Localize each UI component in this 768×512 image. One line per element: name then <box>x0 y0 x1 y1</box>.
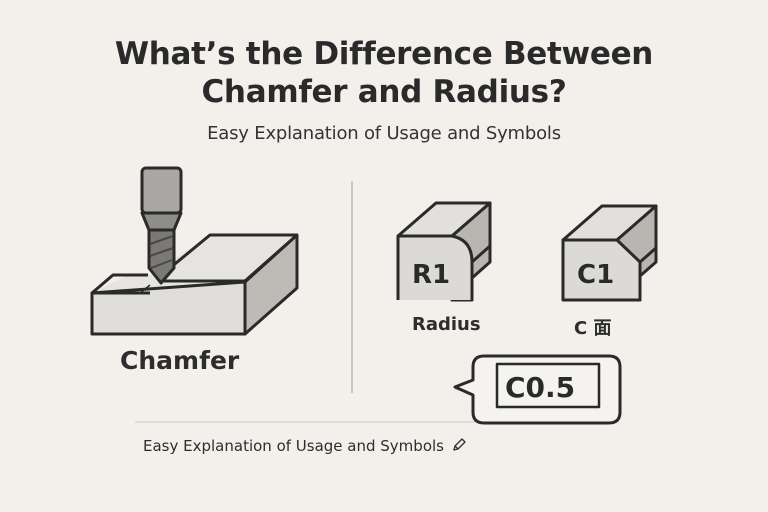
callout-symbol: C0.5 <box>505 371 575 404</box>
radius-symbol: R1 <box>412 260 450 290</box>
radius-label: Radius <box>412 314 481 335</box>
page-title-line-2: Chamfer and Radius? <box>201 74 567 110</box>
footer-text: Easy Explanation of Usage and Symbols <box>143 437 444 455</box>
radius-cube-illustration <box>396 201 492 302</box>
end-mill-tool-icon <box>140 166 183 285</box>
footer-caption: Easy Explanation of Usage and Symbols <box>143 437 467 455</box>
chamfer-block-illustration <box>90 233 299 336</box>
chamfer-label: Chamfer <box>120 346 240 375</box>
callout-bubble <box>453 354 622 425</box>
c-face-label: C 面 <box>574 318 612 339</box>
chamfer-cube-illustration <box>561 204 658 302</box>
page-title-line-1: What’s the Difference Between <box>114 36 654 72</box>
pencil-icon <box>453 438 466 451</box>
page-subtitle: Easy Explanation of Usage and Symbols <box>207 123 561 144</box>
chamfer-symbol: C1 <box>577 260 614 290</box>
